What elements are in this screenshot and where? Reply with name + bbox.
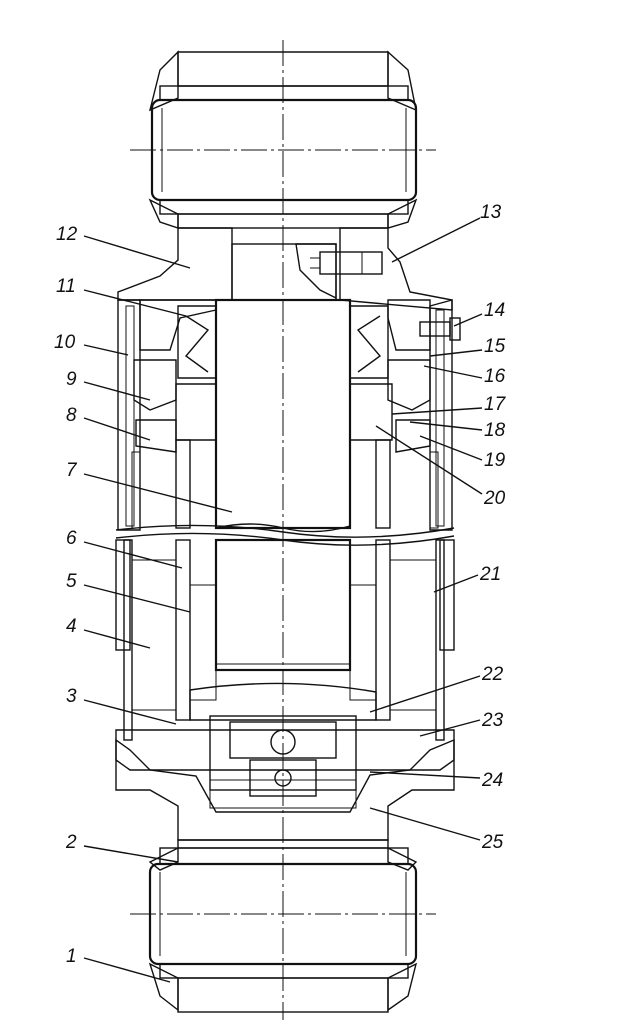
label-20: 20 [483,488,506,509]
label-16: 16 [484,366,506,387]
label-6: 6 [66,528,77,549]
label-5: 5 [66,571,77,592]
label-8: 8 [66,405,77,426]
label-3: 3 [66,686,77,707]
label-17: 17 [484,394,507,415]
centerlines [130,40,436,1020]
lower-body [115,538,455,841]
part-labels-left: 12 11 10 9 8 7 6 5 4 3 2 1 [54,224,78,967]
label-19: 19 [484,450,506,471]
label-13: 13 [480,202,502,223]
label-18: 18 [484,420,506,441]
label-23: 23 [481,710,504,731]
label-9: 9 [66,369,77,390]
label-24: 24 [481,770,503,791]
leader-lines [83,217,483,983]
label-10: 10 [54,332,76,353]
label-15: 15 [484,336,506,357]
part-labels-right: 13 14 15 16 17 18 19 20 21 22 23 24 25 [479,202,507,853]
label-21: 21 [479,564,501,585]
label-11: 11 [56,276,76,297]
label-1: 1 [66,946,77,967]
upper-cylinders [131,439,439,529]
label-4: 4 [66,616,77,637]
label-7: 7 [66,460,78,481]
label-22: 22 [481,664,504,685]
label-14: 14 [484,300,505,321]
upper-head [117,227,453,311]
label-12: 12 [56,224,78,245]
label-2: 2 [65,832,77,853]
label-25: 25 [481,832,504,853]
